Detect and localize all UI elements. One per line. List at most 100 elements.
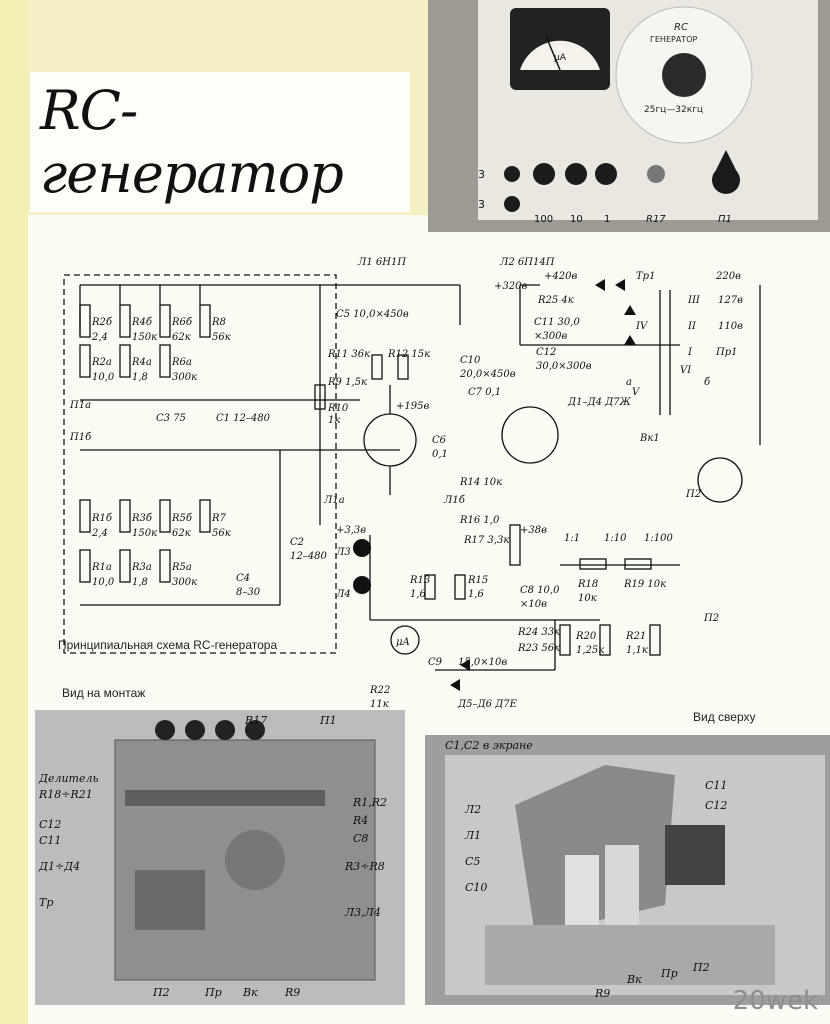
top-c5-label: C5 xyxy=(465,855,481,868)
d5d6-label: Д5–Д6 Д7Е xyxy=(457,699,518,710)
terminal-label-2: 3 xyxy=(478,198,485,211)
r5a-label: R5а xyxy=(171,562,192,573)
lamp-l4 xyxy=(353,576,371,594)
c7-label: C7 0,1 xyxy=(468,387,501,398)
winding-2: II xyxy=(687,321,697,332)
mount-pr-label: Пр xyxy=(205,986,222,999)
diode-d4 xyxy=(624,335,636,345)
p2-label: П2 xyxy=(685,489,701,500)
r11-label: R11 36к xyxy=(327,349,370,360)
r18-label: R18 xyxy=(577,579,598,590)
top-c10-label: C10 xyxy=(465,881,488,894)
r23-label: R23 56к xyxy=(517,643,560,654)
r21-value: 1,1к xyxy=(626,645,648,656)
p1b-label: П1б xyxy=(69,432,92,443)
r5b-label: R5б xyxy=(171,513,193,524)
top-view-photo: C1,C2 в экране C11 C12 Л2 Л1 C5 C10 R9 В… xyxy=(425,735,830,1005)
r7-label: R7 xyxy=(211,513,227,524)
r6b-label: R6б xyxy=(171,317,193,328)
view-mount-caption: Вид на монтаж xyxy=(62,686,146,700)
microammeter-label: μA xyxy=(396,637,410,648)
mount-c8-label: C8 xyxy=(353,832,369,845)
winding-b-label: б xyxy=(704,377,711,388)
plus420-label: +420в xyxy=(544,271,577,282)
top-c11-label: C11 xyxy=(705,779,728,792)
r19-label: R19 10к xyxy=(623,579,666,590)
r2a-label: R2а xyxy=(91,357,112,368)
r4b-label: R4б xyxy=(131,317,153,328)
diode-d6 xyxy=(450,679,460,691)
ratio-1-10: 1:10 xyxy=(604,533,627,544)
mount-p1-label: П1 xyxy=(320,714,337,727)
mount-r3r8-label: R3÷R8 xyxy=(345,860,385,873)
r1b-label: R1б xyxy=(91,513,113,524)
l3-label: Л3 xyxy=(335,547,351,558)
r14-label: R14 10к xyxy=(459,477,502,488)
l4-label: Л4 xyxy=(335,589,351,600)
r9-label: R9 1,5к xyxy=(327,377,367,388)
jack-label-100: 100 xyxy=(534,214,553,225)
r1a-label: R1а xyxy=(91,562,112,573)
jack-100 xyxy=(533,163,555,185)
jack-1 xyxy=(595,163,617,185)
r5a-value: 300к xyxy=(172,577,197,588)
mount-divider-r-label: R18÷R21 xyxy=(39,788,93,801)
r3a-value: 1,8 xyxy=(132,577,148,588)
v220-label: 220в xyxy=(715,271,741,282)
r4b-value: 150к xyxy=(132,332,157,343)
r16-label: R16 1,0 xyxy=(459,515,500,526)
top-l1-label: Л1 xyxy=(465,829,482,842)
terminal-2 xyxy=(504,196,520,212)
dial-text-1: RC xyxy=(674,22,688,33)
r25-label: R25 4к xyxy=(537,295,574,306)
r22-label: R22 xyxy=(369,685,390,696)
meter-label: μA xyxy=(554,53,567,63)
winding-3: III xyxy=(687,295,701,306)
l1a-label: Л1а xyxy=(323,495,345,506)
front-panel-illustration: μA RC ГЕНЕРАТОР 25гц—32кгц 3 3 100 10 1 … xyxy=(478,0,818,225)
mount-c12-label: C12 xyxy=(39,818,62,831)
ratio-1-100: 1:100 xyxy=(644,533,673,544)
mount-illustration xyxy=(114,720,376,981)
top-r9-label: R9 xyxy=(595,987,611,1000)
front-panel-photo: μA RC ГЕНЕРАТОР 25гц—32кгц 3 3 100 10 1 … xyxy=(428,0,830,232)
terminal-label-1: 3 xyxy=(478,168,485,181)
mount-photo: R17 П1 Делитель R18÷R21 C12 C11 Д1÷Д4 Тр… xyxy=(35,710,405,1005)
schematic-caption: Принципиальная схема RC-генератора xyxy=(58,638,278,652)
r8-label: R8 xyxy=(211,317,226,328)
c8-label: C8 10,0 xyxy=(520,585,560,596)
dial-knob xyxy=(662,53,706,97)
mount-r4-label: R4 xyxy=(353,814,369,827)
mount-d1d4-label: Д1÷Д4 xyxy=(39,860,81,873)
plus320-label: +320в xyxy=(494,281,527,292)
mount-tr-label: Тр xyxy=(39,896,54,909)
top-p2-label: П2 xyxy=(693,961,710,974)
r1a-value: 10,0 xyxy=(92,577,115,588)
top-vk-label: Вк xyxy=(627,973,642,986)
r4a-value: 1,8 xyxy=(132,372,148,383)
c4-value: 8–30 xyxy=(236,587,261,598)
tube2-label: Л2 6П14П xyxy=(499,257,555,268)
ratio-1-1: 1:1 xyxy=(564,533,580,544)
r24-label: R24 33к xyxy=(517,627,560,638)
mount-divider-label: Делитель xyxy=(39,772,99,785)
r13-label: R13 xyxy=(409,575,430,586)
left-color-band xyxy=(0,0,28,1024)
diode-d1 xyxy=(595,279,605,291)
meter-scale xyxy=(520,40,600,70)
mount-r1r2-label: R1,R2 xyxy=(353,796,388,809)
circuit-schematic: Л1 6Н1П Л2 6П14П C5 10,0×450в R2б 2,4 R2… xyxy=(63,257,761,710)
top-c1c2-label: C1,C2 в экране xyxy=(445,739,533,752)
mount-l3l4-label: Л3,Л4 xyxy=(345,906,381,919)
vk1-label: Вк1 xyxy=(639,433,660,444)
top-l2-label: Л2 xyxy=(465,803,482,816)
winding-5: V xyxy=(632,387,641,398)
top-c12-label: C12 xyxy=(705,799,728,812)
winding-4: IV xyxy=(635,321,649,332)
c8-voltage: ×10в xyxy=(520,599,547,610)
r1b-value: 2,4 xyxy=(91,528,108,539)
c1-label: C1 12–480 xyxy=(216,413,271,424)
mount-vk-label: Вк xyxy=(243,986,258,999)
switch-bank-box xyxy=(63,274,337,654)
c9-value: 15,0×10в xyxy=(458,657,507,668)
